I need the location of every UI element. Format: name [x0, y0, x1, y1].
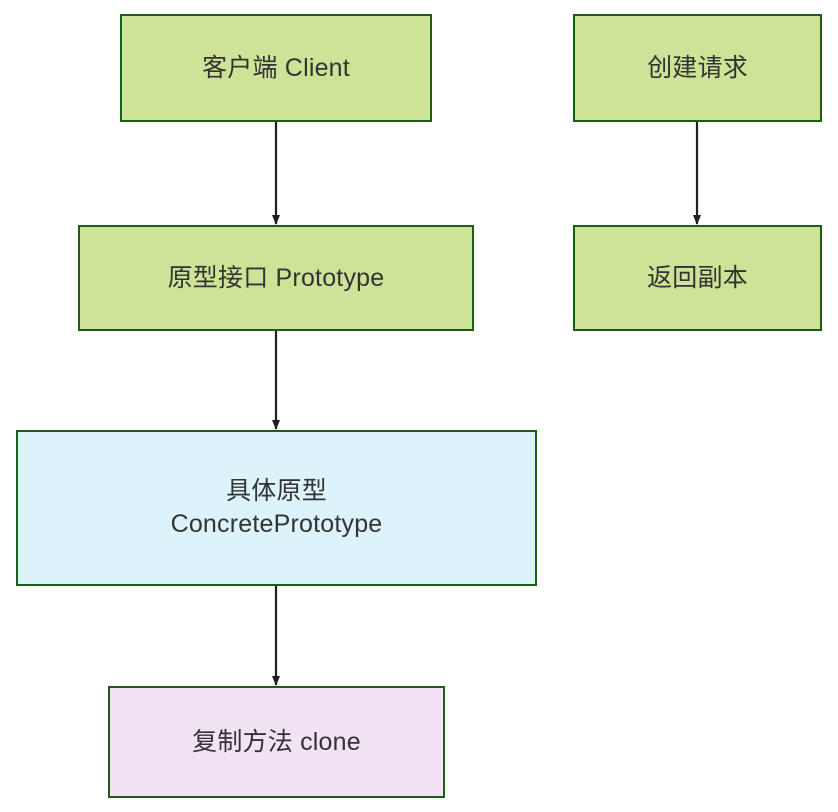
node-create-request-label: 创建请求: [647, 53, 748, 82]
node-create-request[interactable]: 创建请求: [573, 14, 822, 122]
node-prototype-label: 原型接口 Prototype: [167, 263, 385, 292]
node-concrete-prototype[interactable]: 具体原型 ConcretePrototype: [16, 430, 537, 586]
node-clone[interactable]: 复制方法 clone: [108, 686, 445, 798]
node-return-copy[interactable]: 返回副本: [573, 225, 822, 331]
node-return-copy-label: 返回副本: [647, 263, 748, 292]
node-clone-label: 复制方法 clone: [192, 727, 361, 756]
node-prototype[interactable]: 原型接口 Prototype: [78, 225, 474, 331]
node-concrete-prototype-label-en: ConcretePrototype: [170, 510, 383, 538]
node-concrete-prototype-label-cn: 具体原型: [226, 477, 327, 505]
node-client[interactable]: 客户端 Client: [120, 14, 432, 122]
node-client-label: 客户端 Client: [202, 53, 350, 82]
